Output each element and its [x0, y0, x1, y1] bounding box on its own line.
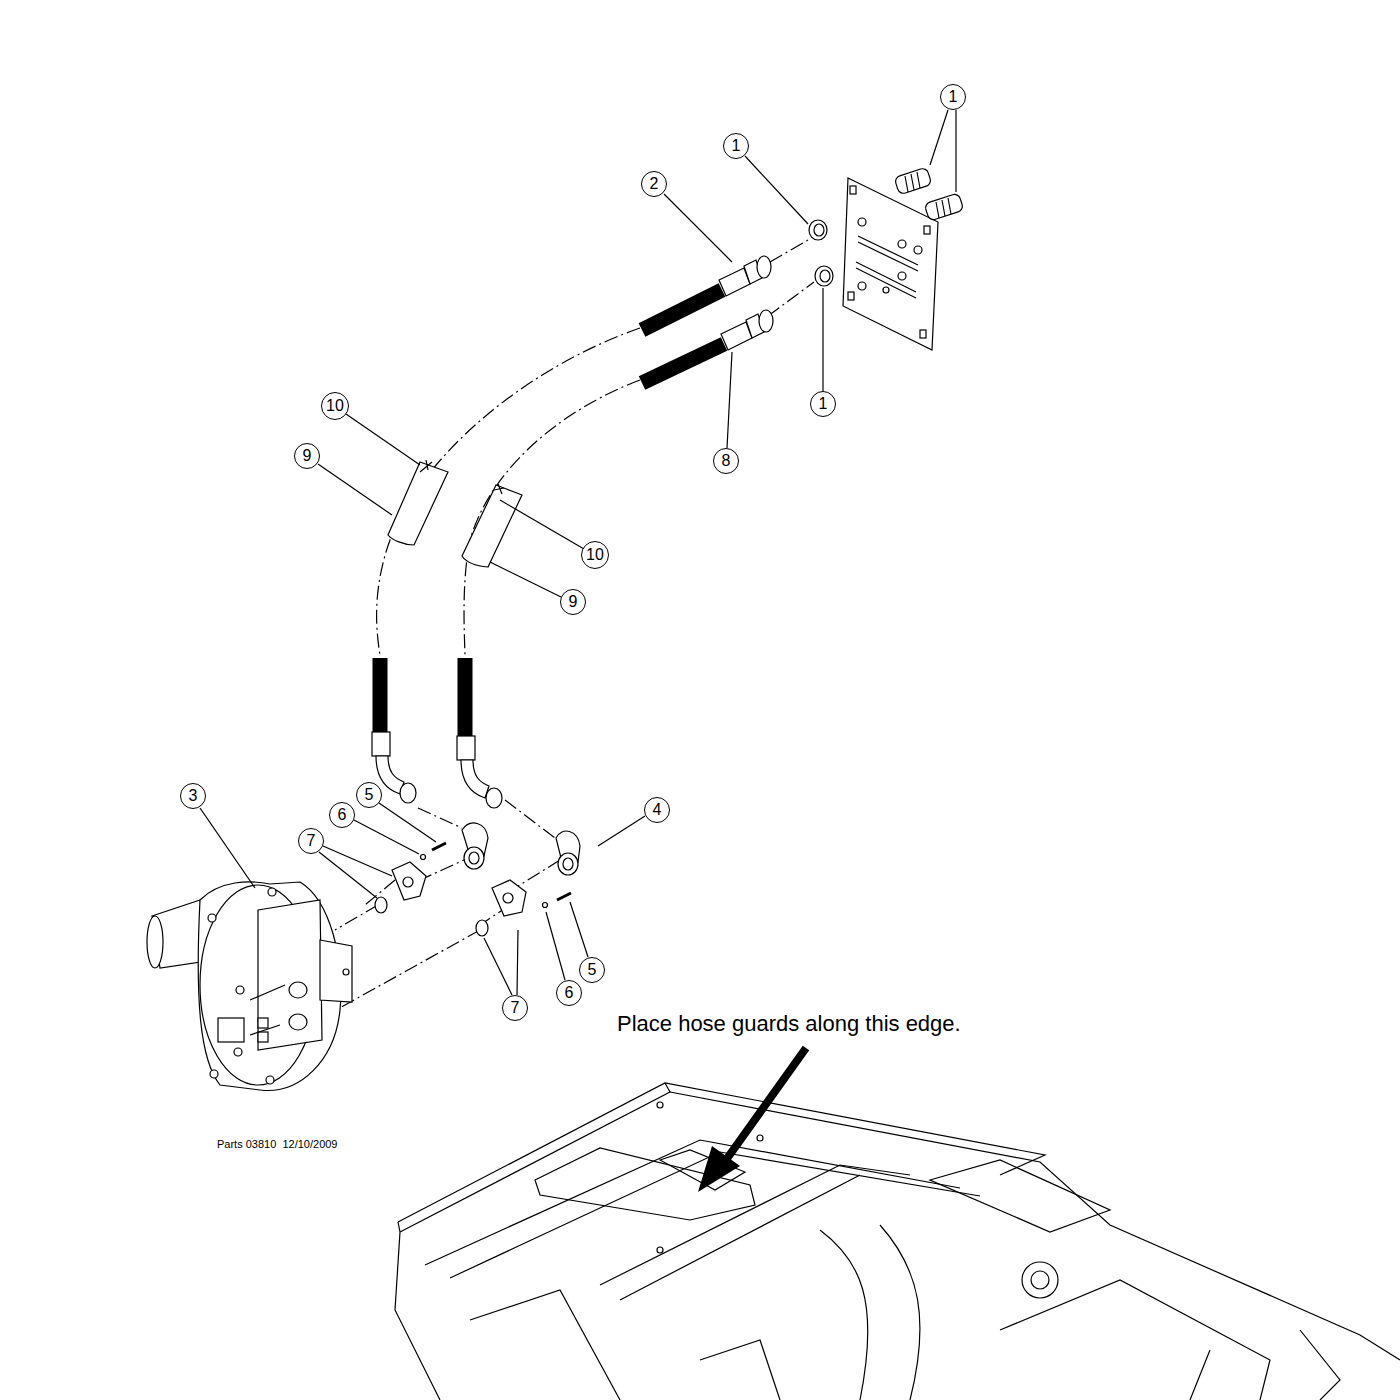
callout-text: 6 — [565, 985, 574, 1001]
callout-text: 1 — [819, 396, 828, 412]
callout-number: 5 — [579, 957, 605, 983]
wheel-motor — [147, 882, 352, 1091]
callout-number: 9 — [560, 589, 586, 615]
note-text: Place hose guards along this edge. — [617, 1012, 961, 1036]
callout-text: 5 — [588, 962, 597, 978]
hydraulic-hose — [642, 256, 773, 383]
hose-guard — [388, 460, 522, 567]
callout-number: 1 — [940, 84, 966, 110]
callout-text: 1 — [949, 89, 958, 105]
callout-text: 2 — [650, 176, 659, 192]
flange-clamp — [375, 843, 571, 936]
callout-text: 9 — [569, 594, 578, 610]
callout-text: 5 — [365, 787, 374, 803]
machine-frame — [395, 1083, 1400, 1400]
callout-number: 6 — [556, 980, 582, 1006]
elbow-fitting — [462, 823, 580, 875]
callout-text: 10 — [326, 398, 344, 414]
valve-plate — [843, 178, 938, 350]
adapter-fitting — [809, 167, 964, 286]
callout-number: 10 — [321, 392, 349, 420]
callout-text: 3 — [189, 788, 198, 804]
callout-text: 10 — [586, 547, 604, 563]
callout-text: 6 — [338, 807, 347, 823]
callout-text: 9 — [303, 448, 312, 464]
callout-number: 7 — [502, 995, 528, 1021]
callout-number: 7 — [298, 828, 324, 854]
callout-number: 5 — [356, 782, 382, 808]
callout-number: 8 — [713, 448, 739, 474]
callout-text: 1 — [732, 138, 741, 154]
callout-text: 7 — [307, 833, 316, 849]
routing-line — [300, 240, 814, 1030]
callout-number: 9 — [294, 443, 320, 469]
hydraulic-hose — [372, 658, 502, 808]
callout-number: 2 — [641, 171, 667, 197]
callout-number: 3 — [180, 783, 206, 809]
callout-number: 1 — [810, 391, 836, 417]
callout-text: 8 — [722, 453, 731, 469]
drawing-reference: Parts 03810 12/10/2009 — [217, 1138, 337, 1150]
callout-number: 10 — [581, 541, 609, 569]
callout-text: 7 — [511, 1000, 520, 1016]
note-arrow — [698, 1048, 806, 1192]
leader-line — [200, 110, 956, 995]
callout-text: 4 — [653, 802, 662, 818]
callout-number: 6 — [329, 802, 355, 828]
callout-number: 1 — [723, 133, 749, 159]
callout-number: 4 — [644, 797, 670, 823]
